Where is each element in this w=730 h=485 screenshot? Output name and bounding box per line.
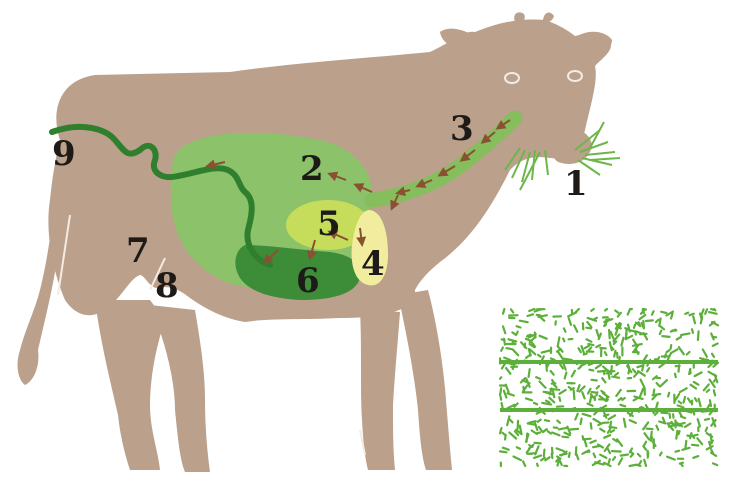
label-omasum: 4	[361, 244, 385, 284]
label-esophagus: 3	[450, 109, 474, 149]
label-small-intestine: 7	[126, 231, 150, 271]
hay-bale-icon	[496, 305, 722, 470]
label-large-intestine: 9	[52, 134, 76, 174]
label-mouth: 1	[564, 164, 588, 204]
label-reticulum: 5	[317, 204, 341, 244]
label-abomasum: 6	[296, 261, 320, 301]
label-cecum: 8	[155, 266, 179, 306]
label-rumen: 2	[300, 149, 324, 189]
